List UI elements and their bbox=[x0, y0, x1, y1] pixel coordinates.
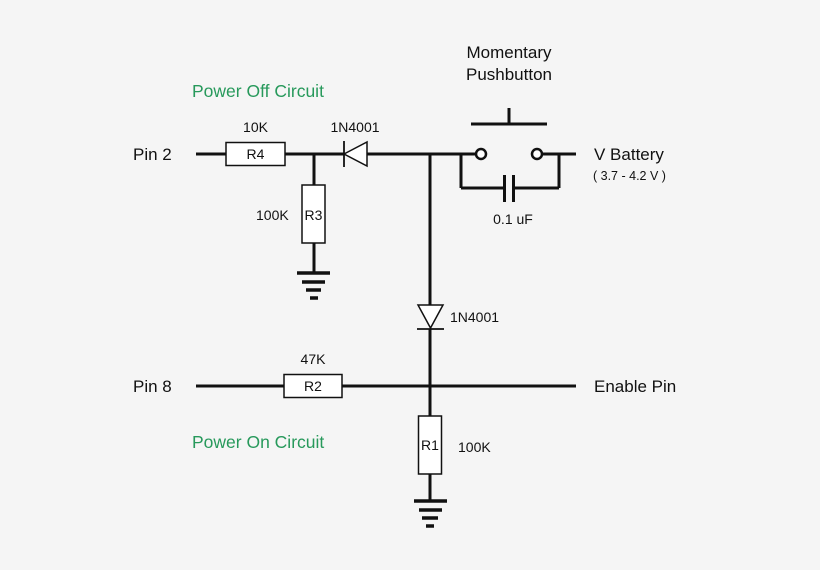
power-off-title: Power Off Circuit bbox=[192, 81, 324, 101]
diode-d1: 1N4001 bbox=[330, 119, 380, 168]
r3-value: 100K bbox=[256, 207, 289, 223]
pin2-label: Pin 2 bbox=[133, 145, 172, 164]
resistor-r4: R4 10K bbox=[225, 119, 286, 167]
pushbutton-label-line1: Momentary bbox=[466, 43, 552, 62]
momentary-pushbutton bbox=[471, 108, 547, 161]
r4-name: R4 bbox=[247, 146, 265, 162]
resistor-r1: R1 100K bbox=[417, 415, 491, 501]
battery-label: V Battery bbox=[594, 145, 664, 164]
d1-value: 1N4001 bbox=[330, 119, 379, 135]
power-on-title: Power On Circuit bbox=[192, 432, 324, 452]
r1-name: R1 bbox=[421, 437, 439, 453]
ground-icon bbox=[414, 499, 447, 528]
ground-icon bbox=[297, 271, 330, 300]
battery-range-label: ( 3.7 - 4.2 V ) bbox=[593, 169, 666, 183]
enable-pin-label: Enable Pin bbox=[594, 377, 676, 396]
pushbutton-label-line2: Pushbutton bbox=[466, 65, 552, 84]
pin8-label: Pin 8 bbox=[133, 377, 172, 396]
c1-value: 0.1 uF bbox=[493, 211, 533, 227]
r2-value: 47K bbox=[301, 351, 327, 367]
r1-value: 100K bbox=[458, 439, 491, 455]
r4-value: 10K bbox=[243, 119, 269, 135]
d2-value: 1N4001 bbox=[450, 309, 499, 325]
resistor-r2: R2 47K bbox=[283, 351, 343, 399]
resistor-r3: R3 100K bbox=[256, 154, 326, 273]
diode-d2: 1N4001 bbox=[416, 304, 499, 330]
r3-name: R3 bbox=[305, 207, 323, 223]
r2-name: R2 bbox=[304, 378, 322, 394]
capacitor-c1: 0.1 uF bbox=[459, 154, 561, 227]
